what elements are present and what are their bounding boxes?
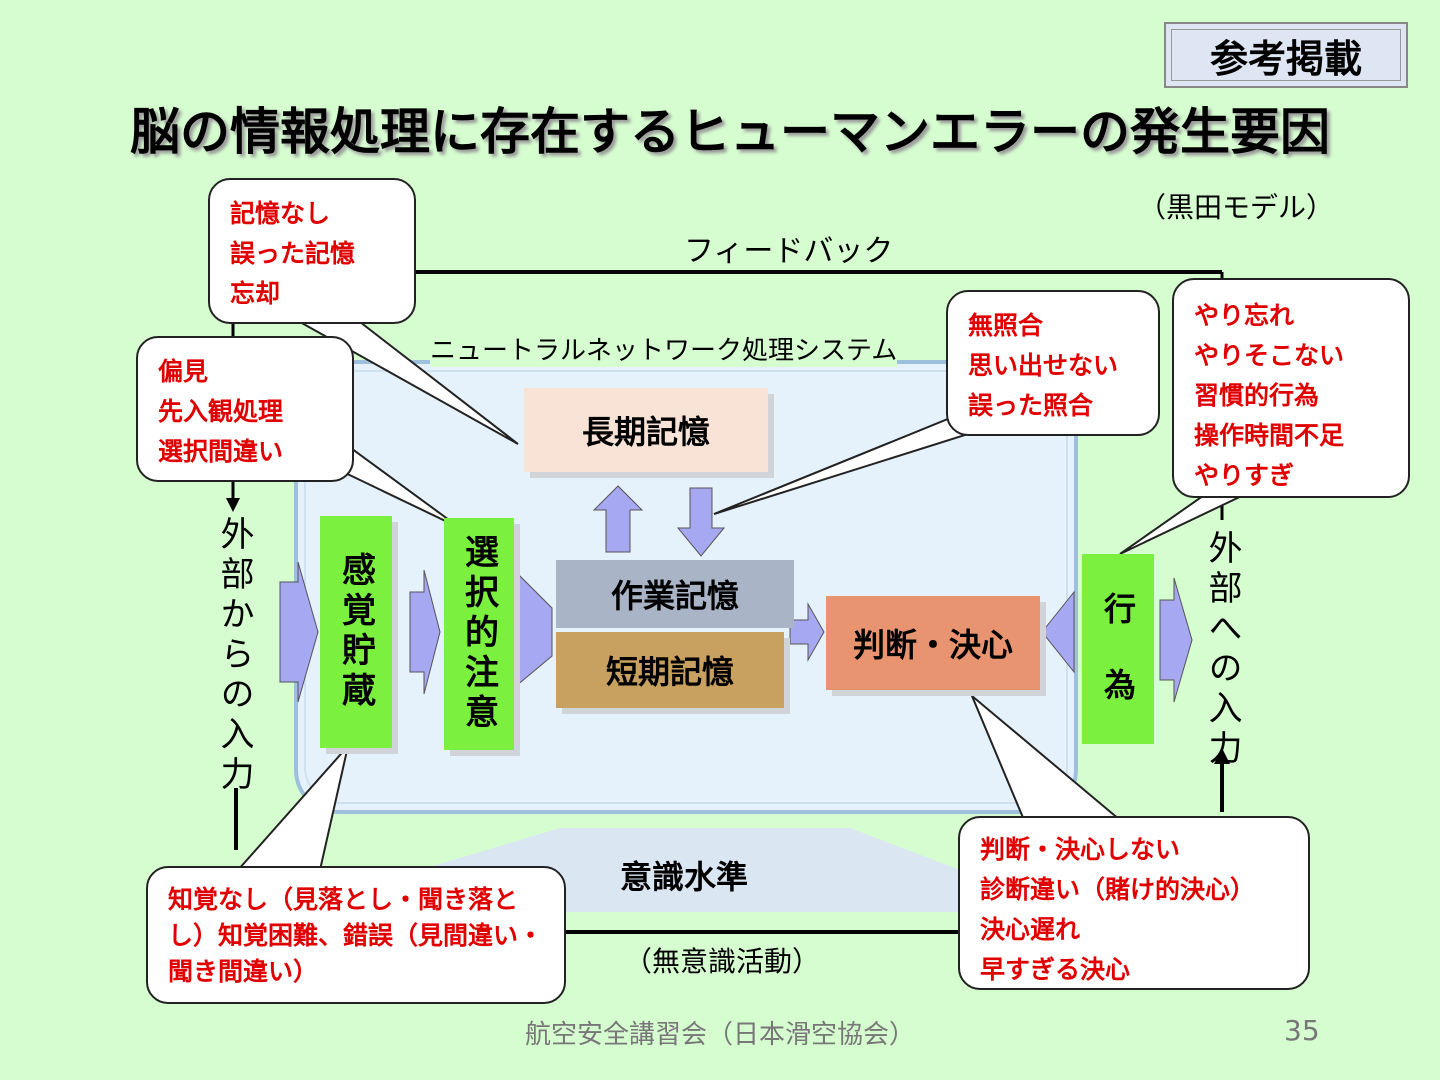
callout-line: 偏見 bbox=[158, 357, 209, 386]
callout-line: 早すぎる決心 bbox=[980, 955, 1131, 984]
selective-attention-box: 選択的注意 bbox=[444, 518, 514, 750]
sensory-to-attention-arrow bbox=[409, 569, 441, 695]
reference-badge: 参考掲載 bbox=[1164, 22, 1408, 88]
short-term-memory-box: 短期記憶 bbox=[556, 632, 784, 708]
action-error-callout: やり忘れ やりそこない 習慣的行為 操作時間不足 やりすぎ bbox=[1172, 278, 1410, 498]
memory-error-callout: 記憶なし 誤った記憶 忘却 bbox=[208, 178, 416, 324]
callout-line: 知覚なし（見落とし・聞き落とし）知覚困難、錯誤（見間違い・聞き間違い） bbox=[168, 885, 544, 986]
badge-inner-border bbox=[1171, 29, 1401, 81]
badge-label: 参考掲載 bbox=[1209, 36, 1362, 81]
unconscious-label: （無意識活動） bbox=[624, 945, 821, 978]
output-label: 外部への入力 bbox=[1202, 530, 1242, 770]
action-to-output-arrow bbox=[1159, 577, 1193, 703]
callout-line: 診断違い（賭け的決心） bbox=[980, 875, 1256, 904]
decision-box: 判断・決心 bbox=[826, 596, 1040, 690]
action-box: 行 為 bbox=[1082, 554, 1154, 744]
input-arrow-head bbox=[226, 498, 240, 512]
sensory-storage-box: 感覚貯蔵 bbox=[320, 516, 392, 748]
consciousness-label: 意識水準 bbox=[620, 858, 749, 896]
page-title: 脳の情報処理に存在するヒューマンエラーの発生要因 bbox=[130, 103, 1330, 161]
working-to-decision-arrow bbox=[789, 602, 825, 662]
callout-line: やりすぎ bbox=[1194, 461, 1295, 490]
page-number: 35 bbox=[1284, 1014, 1320, 1047]
callout-line: 習慣的行為 bbox=[1194, 381, 1320, 410]
input-label: 外部からの入力 bbox=[214, 516, 254, 796]
feedback-label: フィードバック bbox=[684, 234, 894, 269]
working-memory-box: 作業記憶 bbox=[556, 560, 794, 628]
callout-line: 誤った照合 bbox=[968, 391, 1094, 420]
callout-line: 操作時間不足 bbox=[1194, 421, 1345, 450]
input-to-sensory-arrow bbox=[279, 561, 319, 703]
callout-line: 決心遅れ bbox=[980, 915, 1081, 944]
decision-error-callout: 判断・決心しない 診断違い（賭け的決心） 決心遅れ 早すぎる決心 bbox=[958, 816, 1310, 990]
callout-line: 思い出せない bbox=[968, 351, 1119, 380]
output-up-arrow-head bbox=[1214, 748, 1230, 764]
callout-line: 忘却 bbox=[230, 279, 281, 308]
down-arrow bbox=[676, 487, 726, 557]
model-note: （黒田モデル） bbox=[1138, 191, 1335, 224]
callout-line: 無照合 bbox=[968, 311, 1044, 340]
decision-to-action-arrow bbox=[1041, 590, 1075, 674]
up-arrow bbox=[592, 485, 644, 553]
callout-line: 記憶なし bbox=[230, 199, 331, 228]
system-label: ニュートラルネットワーク処理システム bbox=[430, 330, 898, 367]
long-term-memory-box: 長期記憶 bbox=[524, 388, 768, 472]
callout-line: やりそこない bbox=[1194, 341, 1345, 370]
callout-line: やり忘れ bbox=[1194, 301, 1295, 330]
callout-line: 判断・決心しない bbox=[980, 835, 1181, 864]
perception-error-callout: 知覚なし（見落とし・聞き落とし）知覚困難、錯誤（見間違い・聞き間違い） bbox=[146, 866, 566, 1004]
matching-error-callout: 無照合 思い出せない 誤った照合 bbox=[946, 290, 1160, 436]
callout-line: 選択間違い bbox=[158, 437, 284, 466]
callout-line: 先入観処理 bbox=[158, 397, 284, 426]
callout-line: 誤った記憶 bbox=[230, 239, 356, 268]
footer-text: 航空安全講習会（日本滑空協会） bbox=[524, 1020, 915, 1050]
perception-callout-pointer bbox=[235, 745, 349, 871]
attention-to-working-arrow bbox=[515, 570, 553, 688]
bias-error-callout: 偏見 先入観処理 選択間違い bbox=[136, 336, 354, 482]
